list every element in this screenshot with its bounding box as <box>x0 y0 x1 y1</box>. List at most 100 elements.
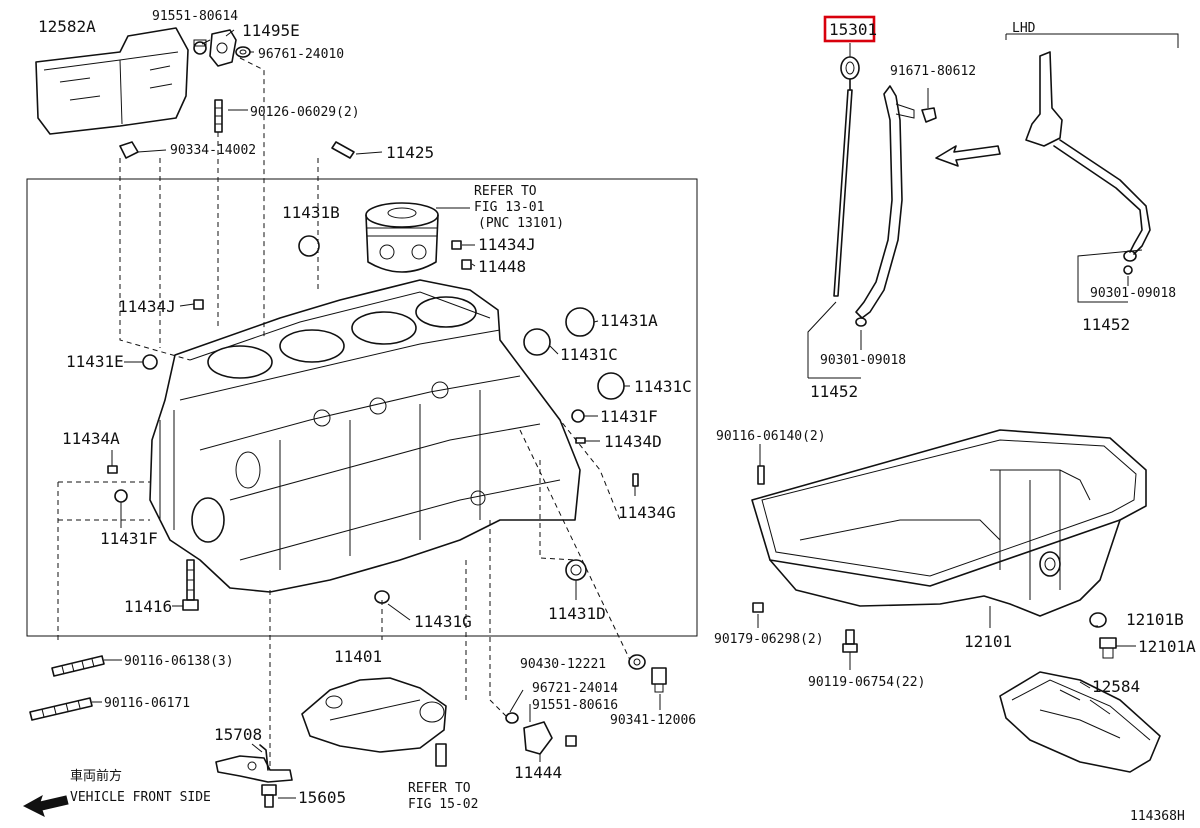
callout-90116-06171[interactable]: 90116-06171 <box>104 696 190 711</box>
callout-90179-06298[interactable]: 90179-06298(2) <box>714 632 824 647</box>
plug-11431F-left-drawing <box>114 489 128 503</box>
callout-90116-06138[interactable]: 90116-06138(3) <box>124 654 234 669</box>
plug-90334-14002-drawing <box>119 141 139 159</box>
callout-11495E[interactable]: 11495E <box>242 21 300 40</box>
refer-13-01-line3: (PNC 13101) <box>478 216 564 231</box>
callout-11448[interactable]: 11448 <box>478 257 526 276</box>
refer-13-01-line2[interactable]: FIG 13-01 <box>474 200 544 215</box>
guide-11452-lhd-drawing <box>1025 51 1151 275</box>
callout-90126-06029[interactable]: 90126-06029(2) <box>250 105 360 120</box>
callout-90341-12006[interactable]: 90341-12006 <box>610 713 696 728</box>
callout-12101A[interactable]: 12101A <box>1138 637 1196 656</box>
gasket-12101B-drawing <box>1089 612 1107 628</box>
callout-90119-06754[interactable]: 90119-06754(22) <box>808 675 925 690</box>
callout-12582A[interactable]: 12582A <box>38 17 96 36</box>
sensor-11495E-drawing <box>201 29 237 67</box>
callout-11431C-lower[interactable]: 11431C <box>634 377 692 396</box>
callout-11401[interactable]: 11401 <box>334 647 382 666</box>
pin-11434J-left-drawing <box>193 299 204 310</box>
callout-11434D[interactable]: 11434D <box>604 432 662 451</box>
plug-11431C-lower-drawing <box>597 372 625 400</box>
pin-11434G-drawing <box>632 473 639 487</box>
stud-90116-06138-drawing <box>51 655 105 677</box>
plug-11431E-drawing <box>142 354 158 370</box>
housing-refer-15-02-drawing <box>301 677 447 767</box>
callout-11431F-right[interactable]: 11431F <box>600 407 658 426</box>
callout-11416[interactable]: 11416 <box>124 597 172 616</box>
plug-11448-drawing <box>461 259 472 270</box>
callout-11452-front[interactable]: 11452 <box>810 382 858 401</box>
block-assembly-frame <box>26 178 698 637</box>
callout-11452-lhd[interactable]: 11452 <box>1082 315 1130 334</box>
callout-11444[interactable]: 11444 <box>514 763 562 782</box>
callout-11434J-lower[interactable]: 11434J <box>118 297 176 316</box>
callout-90116-06140[interactable]: 90116-06140(2) <box>716 429 826 444</box>
bolt-90119-06754-drawing <box>842 629 858 653</box>
callout-11431D[interactable]: 11431D <box>548 604 606 623</box>
cylinder-block-drawing <box>149 279 581 593</box>
drain-plug-12101A-drawing <box>1099 637 1117 659</box>
plug-11431F-drawing <box>571 409 585 423</box>
bolt-91671-80612-drawing <box>921 88 937 123</box>
drawing-number: 114368H <box>1130 809 1185 824</box>
callout-15605[interactable]: 15605 <box>298 788 346 807</box>
callout-11431G[interactable]: 11431G <box>414 612 472 631</box>
callout-96761-24010[interactable]: 96761-24010 <box>258 47 344 62</box>
callout-11431B[interactable]: 11431B <box>282 203 340 222</box>
sensor-11444-drawing <box>505 712 577 755</box>
nut-90179-06298-drawing <box>752 602 764 628</box>
callout-11431A[interactable]: 11431A <box>600 311 658 330</box>
callout-11431F-left[interactable]: 11431F <box>100 529 158 548</box>
callout-15301[interactable]: 15301 <box>829 20 877 39</box>
bolt-91551-80614-drawing <box>193 39 207 55</box>
piston-drawing <box>365 202 439 273</box>
front-label-japanese: 車両前方 <box>70 768 122 784</box>
stud-90126-06029-drawing <box>214 99 223 133</box>
refer-15-02-line2[interactable]: FIG 15-02 <box>408 797 478 812</box>
callout-91671-80612[interactable]: 91671-80612 <box>890 64 976 79</box>
refer-15-02-line1: REFER TO <box>408 781 471 796</box>
arrow-left-outline-icon <box>935 145 1001 167</box>
callout-11431E[interactable]: 11431E <box>66 352 124 371</box>
callout-11434G[interactable]: 11434G <box>618 503 676 522</box>
callout-12101B[interactable]: 12101B <box>1126 610 1184 629</box>
refer-13-01-line1: REFER TO <box>474 184 537 199</box>
callout-12584[interactable]: 12584 <box>1092 677 1140 696</box>
pin-11425-drawing <box>331 141 355 159</box>
callout-90430-12221[interactable]: 90430-12221 <box>520 657 606 672</box>
plug-90341-12006-drawing <box>651 667 667 693</box>
guide-11452-front-drawing <box>855 85 915 327</box>
pin-11434J-drawing <box>451 240 462 250</box>
front-label-english: VEHICLE FRONT SIDE <box>70 790 211 805</box>
callout-11431C-upper[interactable]: 11431C <box>560 345 618 364</box>
callout-15708[interactable]: 15708 <box>214 725 262 744</box>
callout-90334-14002[interactable]: 90334-14002 <box>170 143 256 158</box>
bracket-15708-drawing <box>215 744 293 783</box>
callout-11434A[interactable]: 11434A <box>62 429 120 448</box>
baffle-12584-drawing <box>999 671 1161 773</box>
gasket-96761-24010-drawing <box>235 46 251 58</box>
callout-11434J-upper[interactable]: 11434J <box>478 235 536 254</box>
highlight-box-15301 <box>823 15 876 43</box>
plug-11431B-drawing <box>298 235 320 257</box>
callout-11425[interactable]: 11425 <box>386 143 434 162</box>
part-12582A-drawing <box>35 27 189 135</box>
callout-91551-80616[interactable]: 91551-80616 <box>532 698 618 713</box>
callout-12101[interactable]: 12101 <box>964 632 1012 651</box>
callout-96721-24014[interactable]: 96721-24014 <box>532 681 618 696</box>
arrow-left-icon <box>22 794 69 817</box>
dipstick-15301-drawing <box>833 56 860 297</box>
switch-15605-drawing <box>261 784 277 808</box>
callout-90301-09018-front[interactable]: 90301-09018 <box>820 353 906 368</box>
lhd-bracket-line <box>1005 33 1179 48</box>
stud-90116-06171-drawing <box>29 697 93 721</box>
pin-11434D-drawing <box>575 437 586 444</box>
pin-11434A-drawing <box>107 465 118 474</box>
seal-11431D-drawing <box>565 559 587 581</box>
callout-90301-09018-lhd[interactable]: 90301-09018 <box>1090 286 1176 301</box>
plug-11431C-upper-drawing <box>523 328 551 356</box>
stud-90116-06140-drawing <box>757 465 765 485</box>
lhd-label: LHD <box>1012 21 1036 36</box>
callout-91551-80614[interactable]: 91551-80614 <box>152 9 238 24</box>
